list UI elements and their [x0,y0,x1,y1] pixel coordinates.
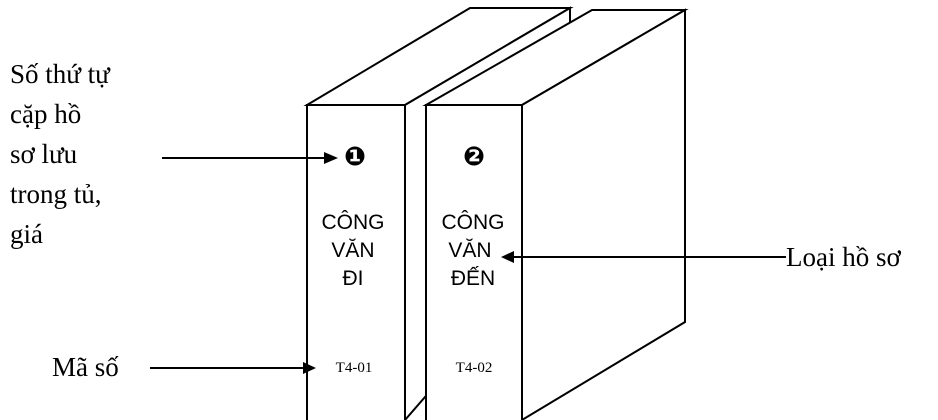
binder-2-title-line-1: CÔNG [442,211,505,234]
left-label-line-3: sơ lưu [10,139,78,169]
left-label-line-5: giá [10,219,43,249]
binder-1-title-line-3: ĐI [343,267,364,290]
arrow-to-code [150,362,316,374]
binder-1-title-line-1: CÔNG [322,211,385,234]
binder-1-title-line-2: VĂN [331,239,374,262]
binder-2-code: T4-02 [456,360,493,376]
left-label: Số thứ tự cặp hồ sơ lưu trong tủ, giá [10,59,111,249]
type-label: Loại hồ sơ [786,242,901,272]
binder-2-title-line-3: ĐẾN [451,267,495,290]
left-label-line-4: trong tủ, [10,179,102,209]
binder-2-number-badge: ❷ [463,141,485,171]
binder-1-code: T4-01 [336,360,373,376]
binder-1-number-badge: ❶ [344,141,366,171]
code-label: Mã số [52,352,119,382]
left-label-line-1: Số thứ tự [10,59,111,89]
left-label-line-2: cặp hồ [10,99,81,129]
binder-2-title-line-2: VĂN [448,239,491,262]
